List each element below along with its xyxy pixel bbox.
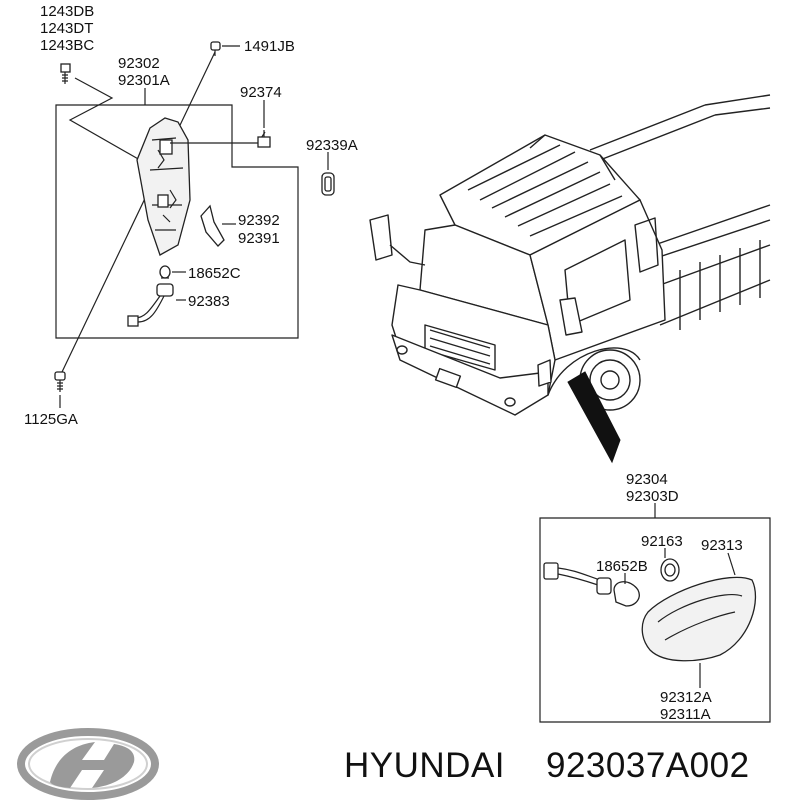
side-lamp-frame <box>539 517 771 723</box>
callout-arrow <box>567 371 621 464</box>
leader-screw-line <box>61 51 216 373</box>
upper-lamp-assembly: 1243DB 1243DT 1243BC 1491JB 92302 92301A… <box>24 3 358 428</box>
label-92312a: 92312A <box>660 689 712 706</box>
marker-lamp-icon <box>136 117 191 256</box>
label-bolt-1: 1243DB <box>40 3 94 20</box>
socket-icon <box>596 577 612 595</box>
label-92303d: 92303D <box>626 488 679 505</box>
screw-icon <box>210 41 221 56</box>
label-18652c: 18652C <box>188 265 241 282</box>
label-92392: 92392 <box>238 212 280 229</box>
label-92374: 92374 <box>240 84 282 101</box>
bulb-pin-icon <box>257 130 271 148</box>
connector-icon <box>543 562 601 586</box>
label-1491jb: 1491JB <box>244 38 295 55</box>
caption-brand: HYUNDAI <box>344 746 505 785</box>
label-92383: 92383 <box>188 293 230 310</box>
truck-illustration <box>369 94 771 464</box>
label-bolt-2: 1243DT <box>40 20 93 37</box>
label-bolt-3: 1243BC <box>40 37 94 54</box>
caption-part-number: 923037A002 <box>546 746 750 785</box>
label-92302: 92302 <box>118 55 160 72</box>
bolt-icon <box>60 63 71 84</box>
label-92311a: 92311A <box>660 706 711 723</box>
leader-92313 <box>727 552 736 576</box>
side-lamp-lens-icon <box>641 576 757 662</box>
leader-bolt-group <box>68 77 141 161</box>
wire-harness-icon <box>127 283 174 327</box>
label-18652b: 18652B <box>596 558 648 575</box>
label-92313: 92313 <box>701 537 743 554</box>
grommet-icon <box>660 558 680 582</box>
bracket-icon <box>200 204 225 247</box>
label-92163: 92163 <box>641 533 683 550</box>
hyundai-logo-icon <box>17 728 159 800</box>
bulb-icon <box>613 581 640 607</box>
label-92304: 92304 <box>626 471 668 488</box>
bulb-icon <box>159 265 171 279</box>
screw-icon <box>54 371 66 392</box>
label-92301a: 92301A <box>118 72 170 89</box>
label-92339a: 92339A <box>306 137 358 154</box>
truck-side-marker <box>537 359 552 387</box>
assembly-frame <box>55 104 299 339</box>
label-92391: 92391 <box>238 230 280 247</box>
side-lamp-assembly: 92304 92303D 92163 92313 18652B 92312A 9… <box>539 471 771 723</box>
grommet-icon <box>321 172 335 196</box>
label-1125ga: 1125GA <box>24 411 78 428</box>
